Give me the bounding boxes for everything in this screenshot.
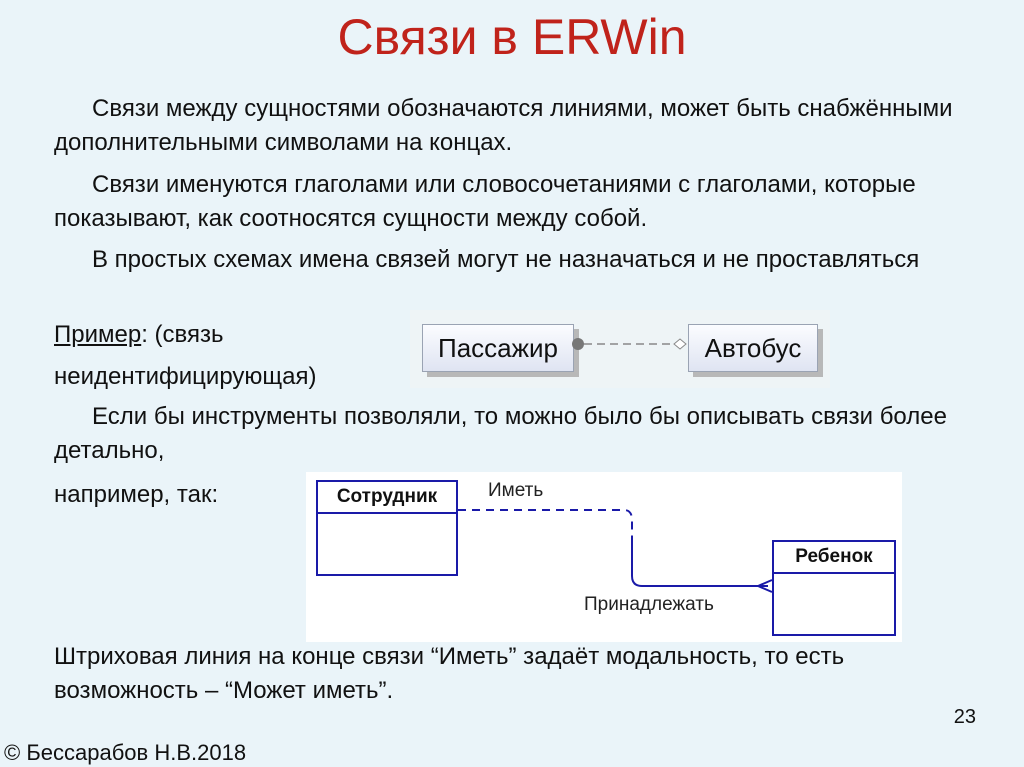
- verb-have: Иметь: [488, 480, 544, 501]
- paragraph-5: например, так:: [54, 481, 219, 508]
- entity-passenger: Пассажир: [422, 324, 574, 372]
- paragraph-4: Если бы инструменты позволяли, то можно …: [54, 403, 947, 464]
- conclusion: Штриховая линия на конце связи “Иметь” з…: [54, 643, 845, 704]
- entity-employee-title: Сотрудник: [318, 482, 456, 514]
- entity-child: Ребенок: [772, 540, 896, 636]
- example-line-2: неидентифицирующая): [54, 363, 317, 390]
- page-number: 23: [953, 706, 976, 728]
- paragraph-1: Связи между сущностями обозначаются лини…: [54, 95, 953, 156]
- diagram-detailed: Сотрудник Ребенок Иметь Принадлежать: [306, 472, 902, 642]
- relationship-line-icon: [572, 338, 687, 350]
- paragraph-2: Связи именуются глаголами или словосочет…: [54, 171, 916, 232]
- entity-employee: Сотрудник: [316, 480, 458, 576]
- paragraph-3: В простых схемах имена связей могут не н…: [92, 246, 920, 273]
- entity-bus: Автобус: [688, 324, 818, 372]
- slide-title: Связи в ERWin: [337, 9, 687, 65]
- entity-child-title: Ребенок: [774, 542, 894, 574]
- verb-belong: Принадлежать: [584, 594, 714, 615]
- copyright: © Бессарабов Н.В.2018: [4, 740, 247, 765]
- example-rest: : (связь: [141, 321, 224, 348]
- example-line: Пример: (связь: [54, 318, 394, 352]
- diagram-simple: Пассажир Автобус: [410, 310, 830, 388]
- relationship-line-icon: [458, 509, 773, 593]
- example-label: Пример: [54, 321, 142, 348]
